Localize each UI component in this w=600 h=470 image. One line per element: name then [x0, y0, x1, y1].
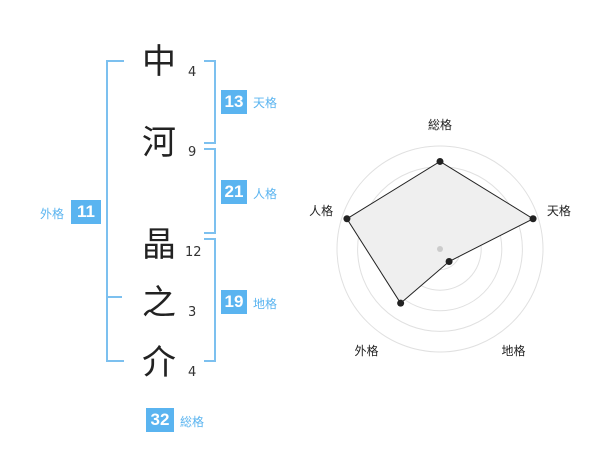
- radar-point: [529, 215, 537, 223]
- radar-ring: [336, 145, 544, 353]
- tenkaku-label: 天格: [253, 96, 278, 110]
- jinkaku-label: 人格: [253, 187, 278, 201]
- soukaku-label: 総格: [180, 415, 205, 429]
- chikaku-bracket: [204, 238, 216, 362]
- name-kanji-3: 晶: [142, 225, 176, 265]
- radar-axis-label: 地格: [501, 344, 526, 359]
- name-kanji-1: 中: [142, 42, 176, 82]
- soukaku-badge: 32: [146, 408, 174, 432]
- outer-bracket: [106, 60, 124, 362]
- radar-axis-label: 人格: [309, 204, 334, 219]
- name-kanji-4: 之: [142, 283, 176, 323]
- radar-point: [436, 157, 444, 165]
- jinkaku-bracket: [204, 148, 216, 234]
- radar-axis-label: 総格: [427, 118, 452, 132]
- outer-bracket-mid-tick: [106, 296, 122, 298]
- stroke-count-1: 4: [188, 65, 197, 80]
- radar-point: [343, 215, 351, 223]
- chikaku-badge: 19: [221, 290, 247, 314]
- radar-point: [397, 299, 405, 307]
- radar-polygon: [346, 160, 535, 304]
- stroke-count-4: 3: [188, 305, 197, 320]
- tenkaku-bracket: [204, 60, 216, 144]
- stroke-count-3: 12: [185, 245, 202, 260]
- jinkaku-badge: 21: [221, 180, 247, 204]
- tenkaku-badge: 13: [221, 90, 247, 114]
- chikaku-label: 地格: [253, 297, 278, 311]
- radar-axis-label: 天格: [546, 204, 571, 219]
- gaikaku-badge: 11: [71, 200, 101, 224]
- radar-point: [445, 257, 453, 265]
- name-kanji-2: 河: [142, 123, 176, 163]
- name-kanji-5: 介: [142, 343, 176, 383]
- gaikaku-label: 外格: [40, 207, 65, 221]
- radar-axis-label: 外格: [354, 344, 379, 359]
- radar-center-dot: [437, 246, 443, 252]
- stroke-count-5: 4: [188, 365, 197, 380]
- stroke-count-2: 9: [188, 145, 197, 160]
